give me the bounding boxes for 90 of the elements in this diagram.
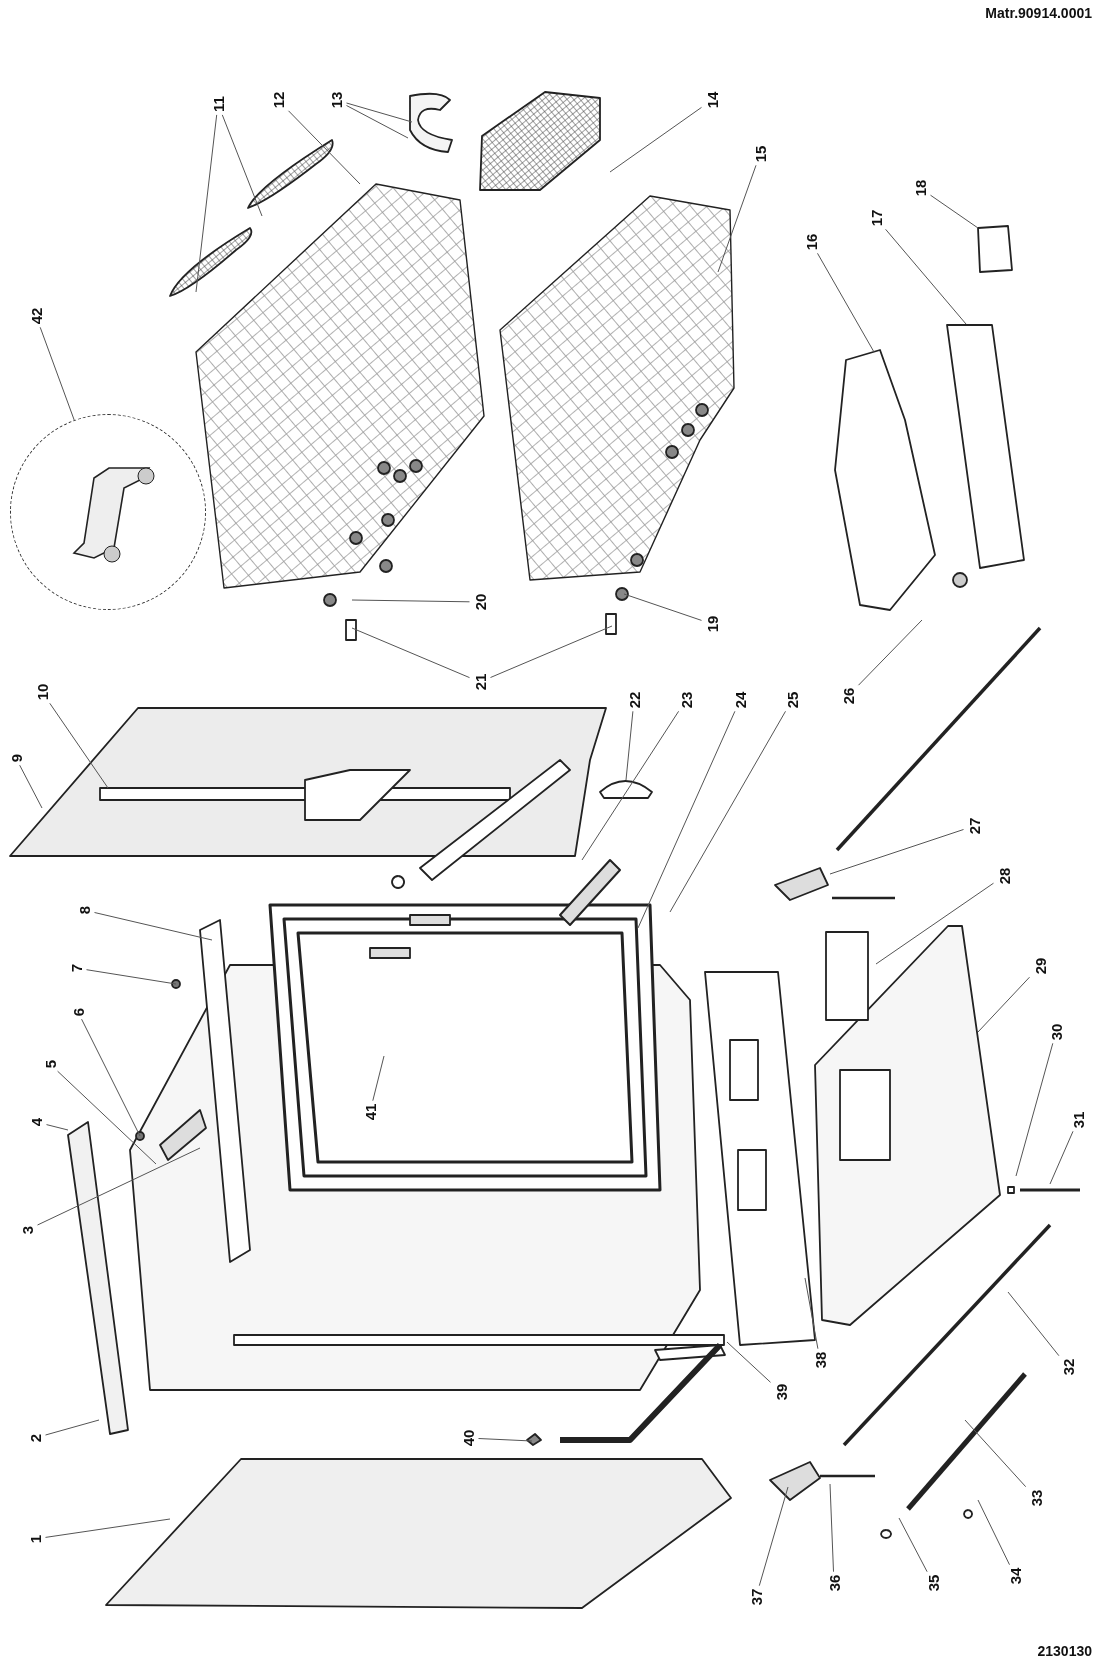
callout-number: 16: [803, 233, 819, 251]
leader-line: [964, 1419, 1027, 1488]
callout-number: 3: [19, 1225, 35, 1235]
callout-number: 31: [1070, 1111, 1086, 1129]
document-number: Matr.90914.0001: [985, 6, 1092, 22]
leader-line: [625, 710, 634, 781]
callout-number: 1: [27, 1534, 43, 1544]
callout-number: 17: [868, 209, 884, 227]
leader-line: [221, 114, 263, 217]
callout-number: 6: [70, 1007, 86, 1017]
leader-line: [977, 1499, 1010, 1566]
leader-line: [346, 102, 413, 123]
leader-line: [478, 1438, 533, 1442]
callout-number: 32: [1060, 1358, 1076, 1376]
callout-number: 39: [773, 1383, 789, 1401]
callout-number: 4: [28, 1117, 44, 1127]
callout-number: 13: [328, 91, 344, 109]
leader-line: [898, 1517, 928, 1573]
leader-line: [37, 1147, 201, 1226]
leader-line: [637, 710, 736, 929]
callout-number: 18: [912, 179, 928, 197]
callout-number: 15: [752, 145, 768, 163]
leader-line: [804, 1277, 819, 1350]
callout-number: 40: [460, 1429, 476, 1447]
callout-number: 37: [748, 1588, 764, 1606]
leader-line: [977, 976, 1030, 1033]
leader-line: [39, 326, 75, 421]
callout-number: 30: [1048, 1023, 1064, 1041]
leader-line: [94, 912, 213, 941]
callout-number: 2: [27, 1433, 43, 1443]
leader-line: [717, 164, 757, 273]
leader-line: [372, 1055, 385, 1102]
leader-line: [490, 625, 613, 678]
leader-line: [45, 1518, 171, 1538]
leader-line: [351, 599, 470, 603]
leader-line: [86, 969, 177, 985]
callout-number: 21: [472, 673, 488, 691]
leader-line: [1015, 1042, 1054, 1177]
callout-number: 26: [840, 687, 856, 705]
leader-line: [609, 106, 702, 173]
detail-circle: [10, 414, 206, 610]
callout-number: 38: [812, 1351, 828, 1369]
callout-number: 42: [28, 307, 44, 325]
callout-number: 33: [1028, 1489, 1044, 1507]
leader-line: [758, 1486, 789, 1587]
callout-number: 35: [925, 1574, 941, 1592]
callout-number: 27: [966, 817, 982, 835]
leader-line: [829, 1483, 834, 1573]
leader-line: [46, 1124, 69, 1131]
callout-number: 12: [270, 91, 286, 109]
leader-line: [57, 1070, 157, 1165]
leader-line: [81, 1018, 141, 1137]
leader-line: [49, 702, 109, 789]
callout-number: 24: [732, 691, 748, 709]
callout-number: 23: [678, 691, 694, 709]
callout-number: 25: [784, 691, 800, 709]
callout-number: 7: [68, 963, 84, 973]
callout-number: 5: [42, 1059, 58, 1069]
callout-number: 34: [1007, 1567, 1023, 1585]
callout-number: 8: [76, 905, 92, 915]
leader-line: [885, 228, 967, 325]
leader-line: [346, 105, 409, 139]
leader-line: [875, 882, 994, 965]
leader-line: [351, 627, 470, 679]
leader-line: [669, 710, 786, 913]
leader-line: [1007, 1291, 1060, 1357]
leader-line: [581, 710, 680, 861]
callout-number: 36: [826, 1574, 842, 1592]
callout-number: 11: [210, 96, 226, 112]
leader-line: [1049, 1130, 1074, 1185]
leader-line: [930, 194, 979, 229]
callout-number: 28: [996, 867, 1012, 885]
leader-line: [858, 619, 923, 686]
leader-line: [829, 829, 964, 875]
leader-line: [726, 1341, 771, 1383]
callout-number: 29: [1032, 957, 1048, 975]
leader-line: [195, 114, 218, 293]
leader-line: [288, 110, 361, 185]
callout-number: 41: [362, 1103, 378, 1121]
leader-line: [19, 764, 43, 809]
callout-number: 20: [472, 593, 488, 611]
callout-number: 22: [626, 691, 642, 709]
callout-number: 19: [704, 615, 720, 633]
leader-line: [623, 593, 702, 621]
callout-number: 14: [704, 91, 720, 109]
callout-number: 9: [8, 753, 24, 763]
callout-number: 10: [34, 683, 50, 701]
leader-line: [45, 1419, 100, 1436]
drawing-number: 2130130: [1037, 1644, 1092, 1660]
leader-line: [817, 252, 875, 353]
